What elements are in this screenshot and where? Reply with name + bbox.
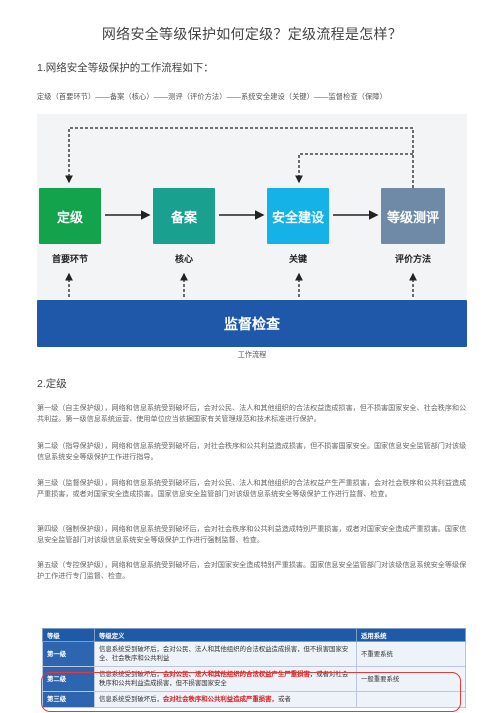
paragraph-level-1: 第一级（自主保护级），网络和信息系统受到破坏后，会对公民、法人和其他组织的合法权… xyxy=(37,404,467,423)
paragraph-level-2: 第二级（指导保护级），网络和信息系统受到破坏后，对社会秩序和公共利益造成损害，但… xyxy=(37,442,467,461)
paragraph-level-4: 第四级（强制保护级），网络和信息系统受到破坏后，会对社会秩序和公共利益造成特别严… xyxy=(37,525,467,544)
label-core: 核心 xyxy=(174,254,193,264)
table-cell-system xyxy=(356,691,466,708)
diagram-arrows xyxy=(65,127,417,297)
table-header-definition: 等级定义 xyxy=(94,628,357,642)
page-title: 网络安全等级保护如何定级？定级流程是怎样？ xyxy=(101,26,403,42)
section-2-heading: 2.定级 xyxy=(37,378,67,390)
section-1-heading: 1.网络安全等级保护的工作流程如下： xyxy=(37,62,214,74)
label-key: 关键 xyxy=(288,254,307,264)
table-row: 第一级 信息系统受到破坏后，会对公民、法人和其他组织的合法权益造成损害，但不损害… xyxy=(42,641,466,667)
diagram-caption: 工作流程 xyxy=(237,350,267,359)
table-cell-level: 第一级 xyxy=(42,641,95,667)
label-first-step: 首要环节 xyxy=(51,254,88,264)
box-supervision: 监督检查 xyxy=(37,300,467,347)
loop-inner xyxy=(295,153,413,184)
label-evaluation-method: 评价方法 xyxy=(394,254,431,264)
table-header-system: 适用系统 xyxy=(356,628,466,642)
highlight-outline xyxy=(41,672,461,712)
table-cell-definition: 信息系统受到破坏后，会对社会秩序和公共利益造成严重损害，或者 xyxy=(94,691,357,708)
table-header-level: 等级 xyxy=(42,628,95,642)
box-filing: 备案 xyxy=(153,188,215,244)
level-table: 等级 等级定义 适用系统 第一级 信息系统受到破坏后，会对公民、法人和其他组织的… xyxy=(42,628,466,713)
flow-summary: 定级（首要环节）——备案（核心）——测评（评价方法）——系统安全建设（关键）——… xyxy=(37,92,387,101)
table-row: 第三级 信息系统受到破坏后，会对社会秩序和公共利益造成严重损害，或者 xyxy=(42,691,466,708)
box-level-assessment: 等级测评 xyxy=(381,188,445,244)
loop-outer xyxy=(65,127,414,188)
table-cell-definition: 信息系统受到破坏后，会对公民、法人和其他组织的合法权益产生严重损害，或者对社会秩… xyxy=(94,666,357,692)
box-grading: 定级 xyxy=(39,188,101,244)
table-cell-system: 一般重要系统 xyxy=(356,666,466,692)
table-row: 第二级 信息系统受到破坏后，会对公民、法人和其他组织的合法权益产生严重损害，或者… xyxy=(42,666,466,692)
box-security-construction: 安全建设 xyxy=(267,188,329,244)
table-cell-level: 第三级 xyxy=(42,691,95,708)
table-cell-system: 不重要系统 xyxy=(356,641,466,667)
table-cell-level: 第二级 xyxy=(42,666,95,692)
table-cell-definition: 信息系统受到破坏后，会对公民、法人和其他组织的合法权益造成损害，但不损害国家安全… xyxy=(94,641,357,667)
workflow-diagram: 定级 备案 安全建设 等级测评 首要环节 核心 关键 评价方法 监督检查 xyxy=(37,114,467,347)
paragraph-level-3: 第三级（监督保护级），网络和信息系统受到破坏后，会对公民、法人和其他组织的合法权… xyxy=(37,479,467,498)
paragraph-level-5: 第五级（专控保护级），网络和信息系统受到破坏后，会对国家安全造成特别严重损害。国… xyxy=(37,561,467,580)
